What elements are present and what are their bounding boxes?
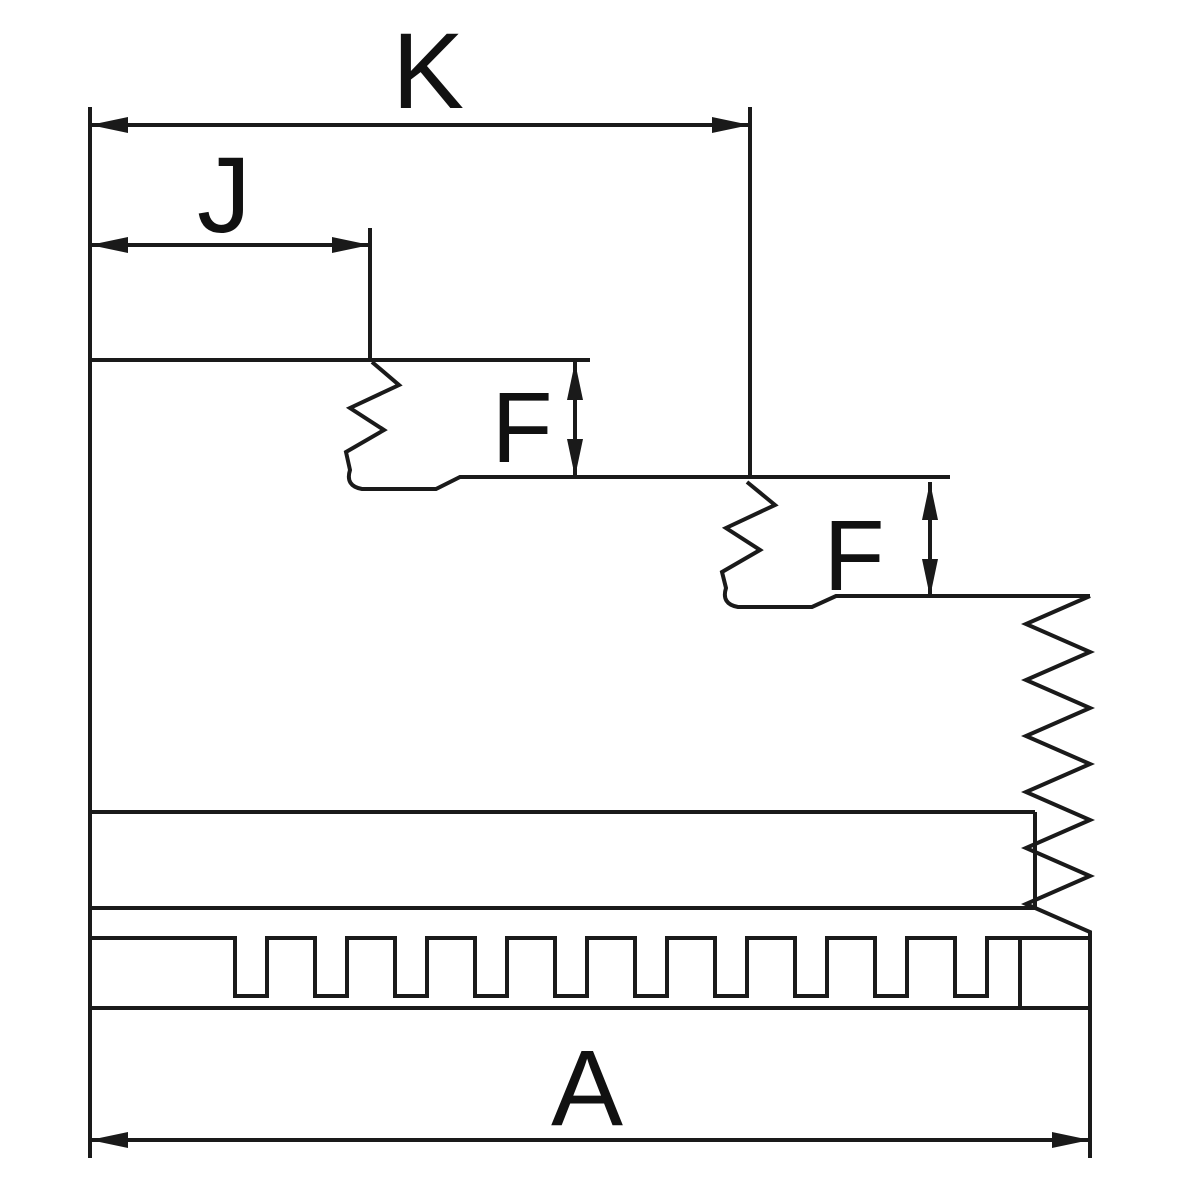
dimension-f-upper: F <box>491 362 583 484</box>
dim-j-label: J <box>197 134 251 255</box>
step1-serrated-face-and-step2-top-edge <box>343 360 950 491</box>
step2-serrated-face-and-step3-top-edge <box>719 480 1090 609</box>
dim-f-lower-label: F <box>823 500 884 612</box>
dimension-f-lower: F <box>823 482 938 612</box>
dim-k-arrowhead-right <box>712 117 750 133</box>
dim-f-lower-arrowhead-bottom <box>922 559 938 597</box>
dim-j-arrowhead-right <box>332 237 370 253</box>
dim-k-label: K <box>392 10 464 131</box>
dim-a-label: A <box>551 1027 623 1148</box>
dim-a-arrowhead-left <box>90 1132 128 1148</box>
dim-j-arrowhead-left <box>90 237 128 253</box>
dimension-j: J <box>90 134 372 362</box>
dimension-k: K <box>90 10 752 477</box>
dim-f-upper-arrowhead-top <box>567 362 583 400</box>
dim-a-arrowhead-right <box>1052 1132 1090 1148</box>
dim-k-arrowhead-left <box>90 117 128 133</box>
dim-f-lower-arrowhead-top <box>922 482 938 520</box>
dimension-a: A <box>90 1008 1092 1158</box>
dim-f-upper-arrowhead-bottom <box>567 439 583 477</box>
dim-f-upper-label: F <box>491 372 552 484</box>
mounting-teeth-profile <box>90 936 1090 998</box>
